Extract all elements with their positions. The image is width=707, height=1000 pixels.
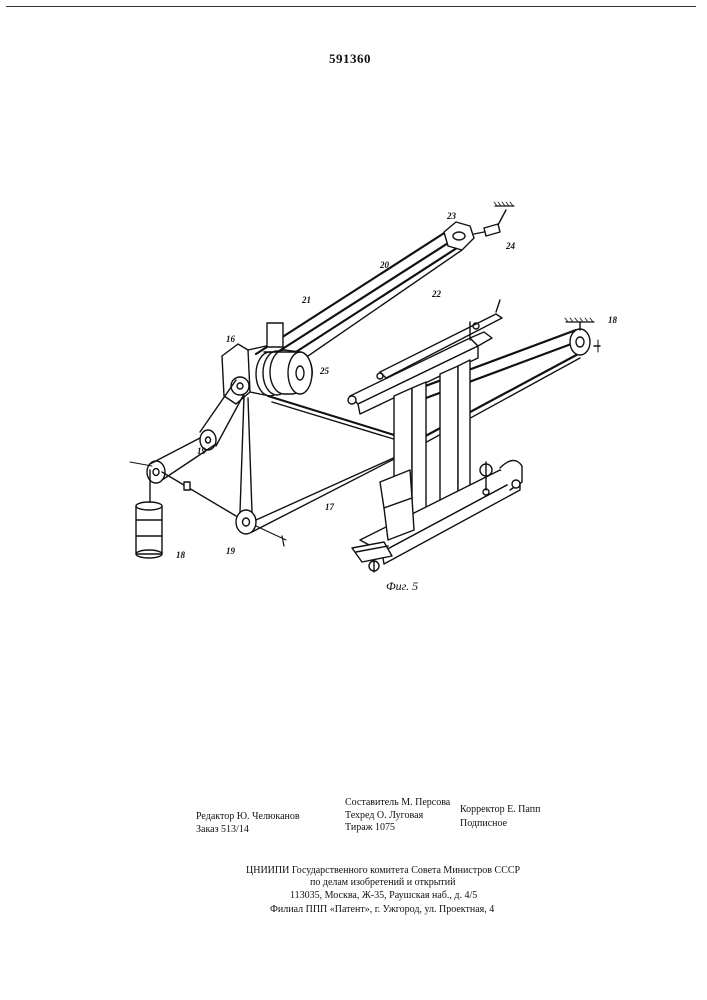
- org-line-1: ЦНИИПИ Государственного комитета Совета …: [246, 865, 520, 876]
- anchor-block-23: [444, 202, 514, 250]
- label-22: 22: [431, 289, 442, 299]
- subscription-line: Подписное: [460, 818, 507, 829]
- order-line: Заказ 513/14: [196, 824, 249, 835]
- label-19-left: 19: [197, 446, 207, 456]
- circulation-line: Тираж 1075: [345, 822, 395, 833]
- label-23: 23: [446, 211, 457, 221]
- compiler-line: Составитель М. Персова: [345, 797, 450, 808]
- label-20: 20: [379, 260, 390, 270]
- label-16: 16: [226, 334, 236, 344]
- label-18: 18: [608, 315, 618, 325]
- label-19-bottom: 19: [226, 546, 236, 556]
- corrector-line: Корректор Е. Папп: [460, 804, 540, 815]
- label-10: 18: [176, 550, 186, 560]
- label-24: 24: [505, 241, 516, 251]
- branch-line: Филиал ППП «Патент», г. Ужгород, ул. Про…: [270, 904, 494, 915]
- label-21: 21: [301, 295, 311, 305]
- figure-caption: Фиг. 5: [386, 579, 418, 593]
- label-17: 17: [325, 502, 335, 512]
- editor-line: Редактор Ю. Челюканов: [196, 811, 300, 822]
- org-line-3: 113035, Москва, Ж-35, Раушская наб., д. …: [290, 890, 477, 901]
- pulley-drum-25: [256, 323, 312, 396]
- main-frame: [348, 300, 522, 572]
- label-25: 25: [319, 366, 330, 376]
- org-line-2: по делам изобретений и открытий: [310, 877, 456, 888]
- techred-line: Техред О. Луговая: [345, 810, 423, 821]
